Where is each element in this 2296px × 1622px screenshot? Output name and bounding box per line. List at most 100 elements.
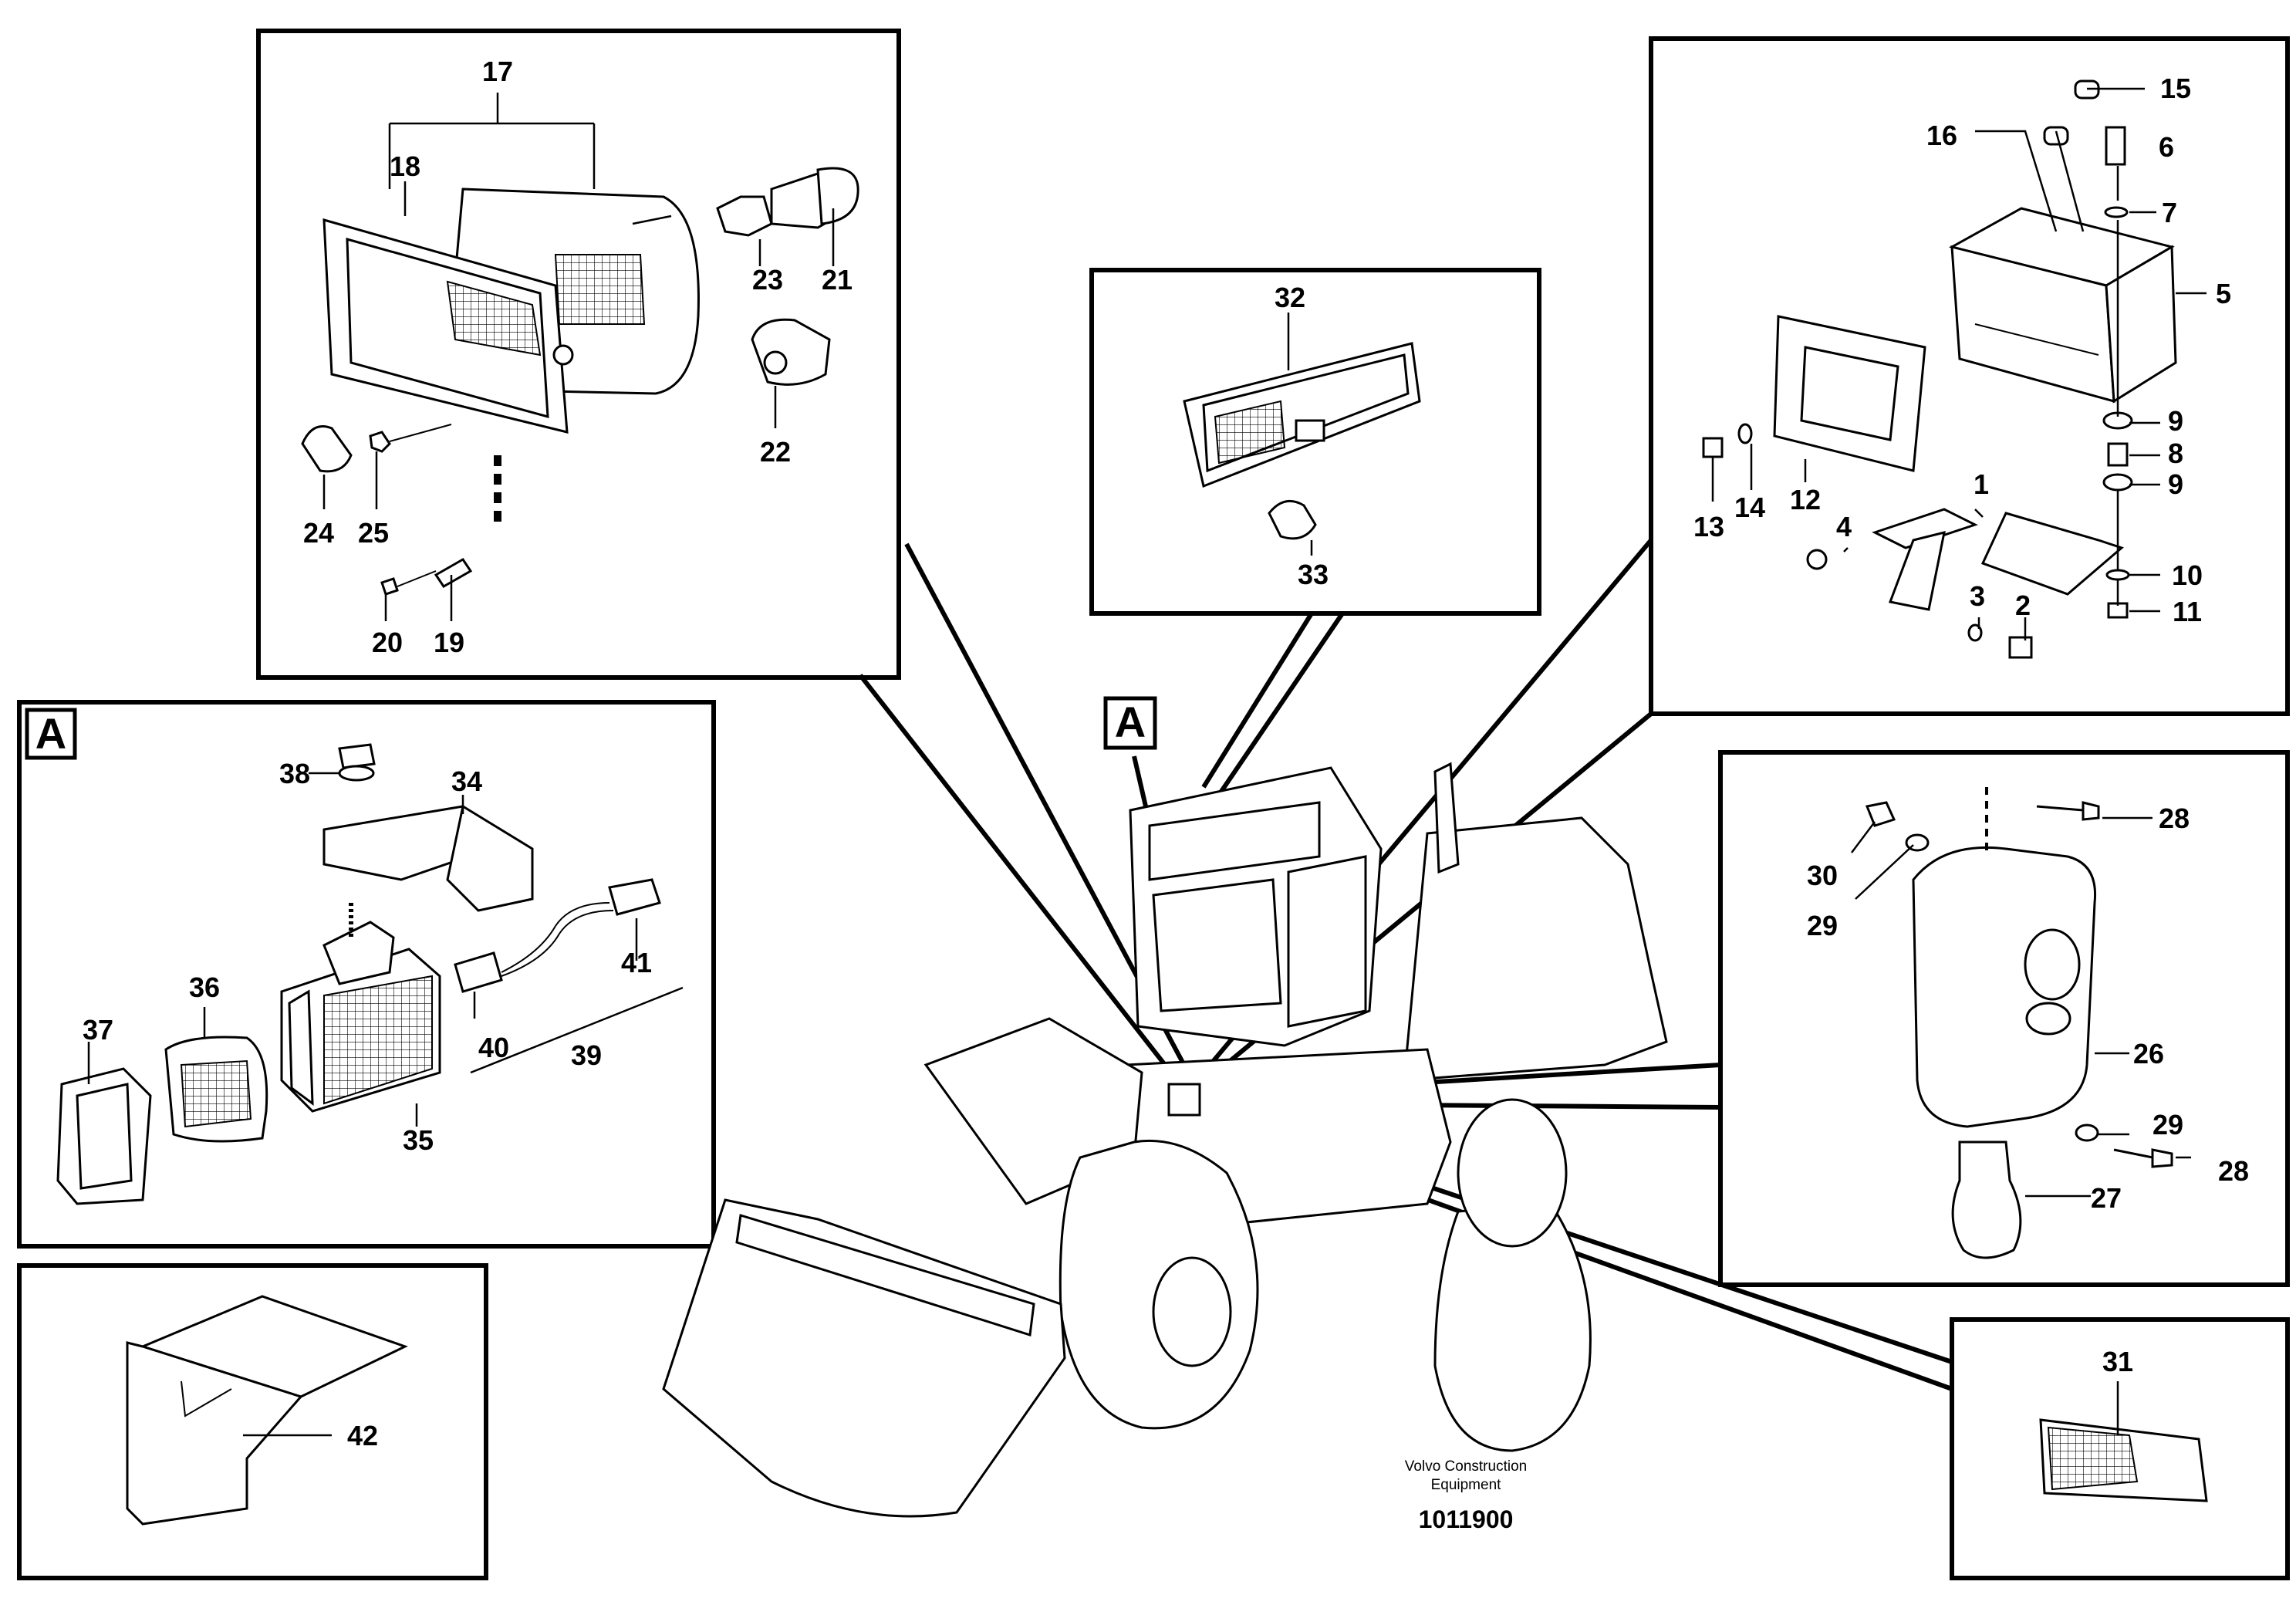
mount-bracket-1 — [1872, 508, 2124, 611]
callout-22: 22 — [760, 436, 791, 468]
callout-4: 4 — [1836, 511, 1852, 542]
callout-26: 26 — [2133, 1038, 2164, 1070]
marker-fasteners — [1865, 801, 2173, 1168]
view-a-marker — [1103, 696, 1157, 750]
callout-17: 17 — [482, 56, 513, 87]
callout-labels: 17 18 23 21 22 24 25 20 19 32 33 15 16 6… — [83, 56, 2249, 1451]
footer: Volvo Construction Equipment 1011900 — [1405, 1458, 1527, 1533]
cab-door — [1287, 855, 1367, 1028]
screw-25 — [369, 424, 452, 453]
panel-connector-lines — [858, 539, 1953, 1391]
washer-29b — [2075, 1124, 2099, 1142]
callout-10: 10 — [2172, 559, 2203, 591]
callout-31: 31 — [2102, 1346, 2133, 1377]
callout-28b: 28 — [2218, 1155, 2249, 1187]
bucket — [662, 1198, 1066, 1518]
callout-14: 14 — [1734, 492, 1765, 523]
callout-34: 34 — [451, 765, 482, 797]
callout-27: 27 — [2091, 1182, 2122, 1214]
callout-28a: 28 — [2159, 803, 2190, 834]
callout-29b: 29 — [2152, 1109, 2183, 1140]
callout-2: 2 — [2015, 590, 2031, 621]
view-a-letter: A — [35, 709, 66, 758]
callout-13: 13 — [1693, 511, 1724, 542]
callout-30: 30 — [1807, 860, 1838, 891]
cab-roof — [1148, 801, 1321, 881]
panel-view-a: A — [17, 700, 716, 1249]
bulb-33 — [1268, 499, 1317, 540]
callout-3: 3 — [1970, 580, 1985, 612]
angle-bracket-42 — [126, 1295, 408, 1526]
callout-35: 35 — [403, 1124, 434, 1156]
exhaust-stack — [1433, 762, 1460, 874]
callout-18: 18 — [390, 150, 420, 182]
panel-frame-rear-lamp — [1089, 268, 1541, 616]
work-lamp-location — [1167, 1083, 1201, 1117]
panel-frame-bracket — [1649, 36, 2290, 716]
bracket-34 — [322, 804, 534, 912]
panel-frame-view-a — [17, 700, 716, 1249]
lens-36 — [164, 1036, 268, 1143]
view-a-box — [25, 708, 77, 760]
washer-4 — [1806, 549, 1828, 570]
callout-12: 12 — [1790, 484, 1821, 515]
panel-bracket-42 — [17, 1263, 488, 1580]
seal-37 — [56, 1067, 152, 1205]
callout-32: 32 — [1275, 282, 1305, 313]
bushing-9b — [2102, 473, 2133, 492]
callout-5: 5 — [2216, 278, 2231, 309]
harness-39 — [454, 878, 661, 993]
callout-9a: 9 — [2168, 405, 2183, 437]
panel-frame-head-lamp — [256, 29, 901, 680]
lamp-32 — [1183, 342, 1421, 488]
work-lamp-35 — [280, 903, 441, 1113]
wheel-loader-illustration: A — [662, 696, 1668, 1518]
callout-6: 6 — [2159, 131, 2174, 163]
bolt-6 — [2105, 126, 2126, 166]
callout-20: 20 — [372, 627, 403, 658]
nut-38 — [338, 743, 376, 782]
bracket-fasteners — [1702, 79, 2133, 659]
callout-25: 25 — [358, 517, 389, 549]
connector-40 — [454, 951, 503, 993]
callout-40: 40 — [478, 1032, 509, 1063]
connector-41 — [608, 878, 661, 916]
rear-hub — [1457, 1098, 1568, 1248]
engine-hood — [1403, 816, 1668, 1082]
socket-22 — [751, 318, 831, 386]
credit-line-1: Volvo Construction — [1405, 1458, 1527, 1475]
screw-20-spring-19 — [380, 558, 473, 596]
callout-23: 23 — [752, 264, 783, 296]
front-hub — [1152, 1256, 1232, 1367]
panel-marker-lamp — [1718, 750, 2290, 1287]
head-lamp-assembly — [322, 188, 700, 434]
callout-36: 36 — [189, 972, 220, 1003]
callout-38: 38 — [279, 758, 310, 789]
callout-9b: 9 — [2168, 468, 2183, 500]
cab-window — [1152, 878, 1282, 1012]
bulb-23-21 — [716, 167, 859, 237]
callout-15: 15 — [2160, 73, 2191, 104]
washer-7 — [2104, 206, 2129, 218]
bucket-lip — [735, 1214, 1035, 1336]
panel-frame-marker-lamp — [1718, 750, 2290, 1287]
panel-frame-reflector — [1950, 1317, 2290, 1580]
bulb-24 — [301, 425, 353, 473]
bulb-27 — [1951, 1140, 2022, 1259]
callout-42: 42 — [347, 1420, 378, 1451]
bolt-13 — [1702, 437, 1724, 458]
nut-30 — [1865, 801, 1896, 827]
panel-rear-lamp — [1089, 268, 1541, 616]
callout-29a: 29 — [1807, 910, 1838, 941]
box-bracket-5 — [1948, 207, 2177, 404]
panel-head-lamp — [256, 29, 901, 680]
nut-16 — [2043, 126, 2069, 146]
panel-frame-bracket-42 — [17, 1263, 488, 1580]
frame-bracket-12 — [1773, 315, 1926, 472]
callout-21: 21 — [822, 264, 853, 296]
view-a-marker-letter: A — [1115, 698, 1146, 746]
washer-14 — [1737, 423, 1753, 444]
callout-7: 7 — [2162, 197, 2177, 228]
callout-8: 8 — [2168, 438, 2183, 469]
